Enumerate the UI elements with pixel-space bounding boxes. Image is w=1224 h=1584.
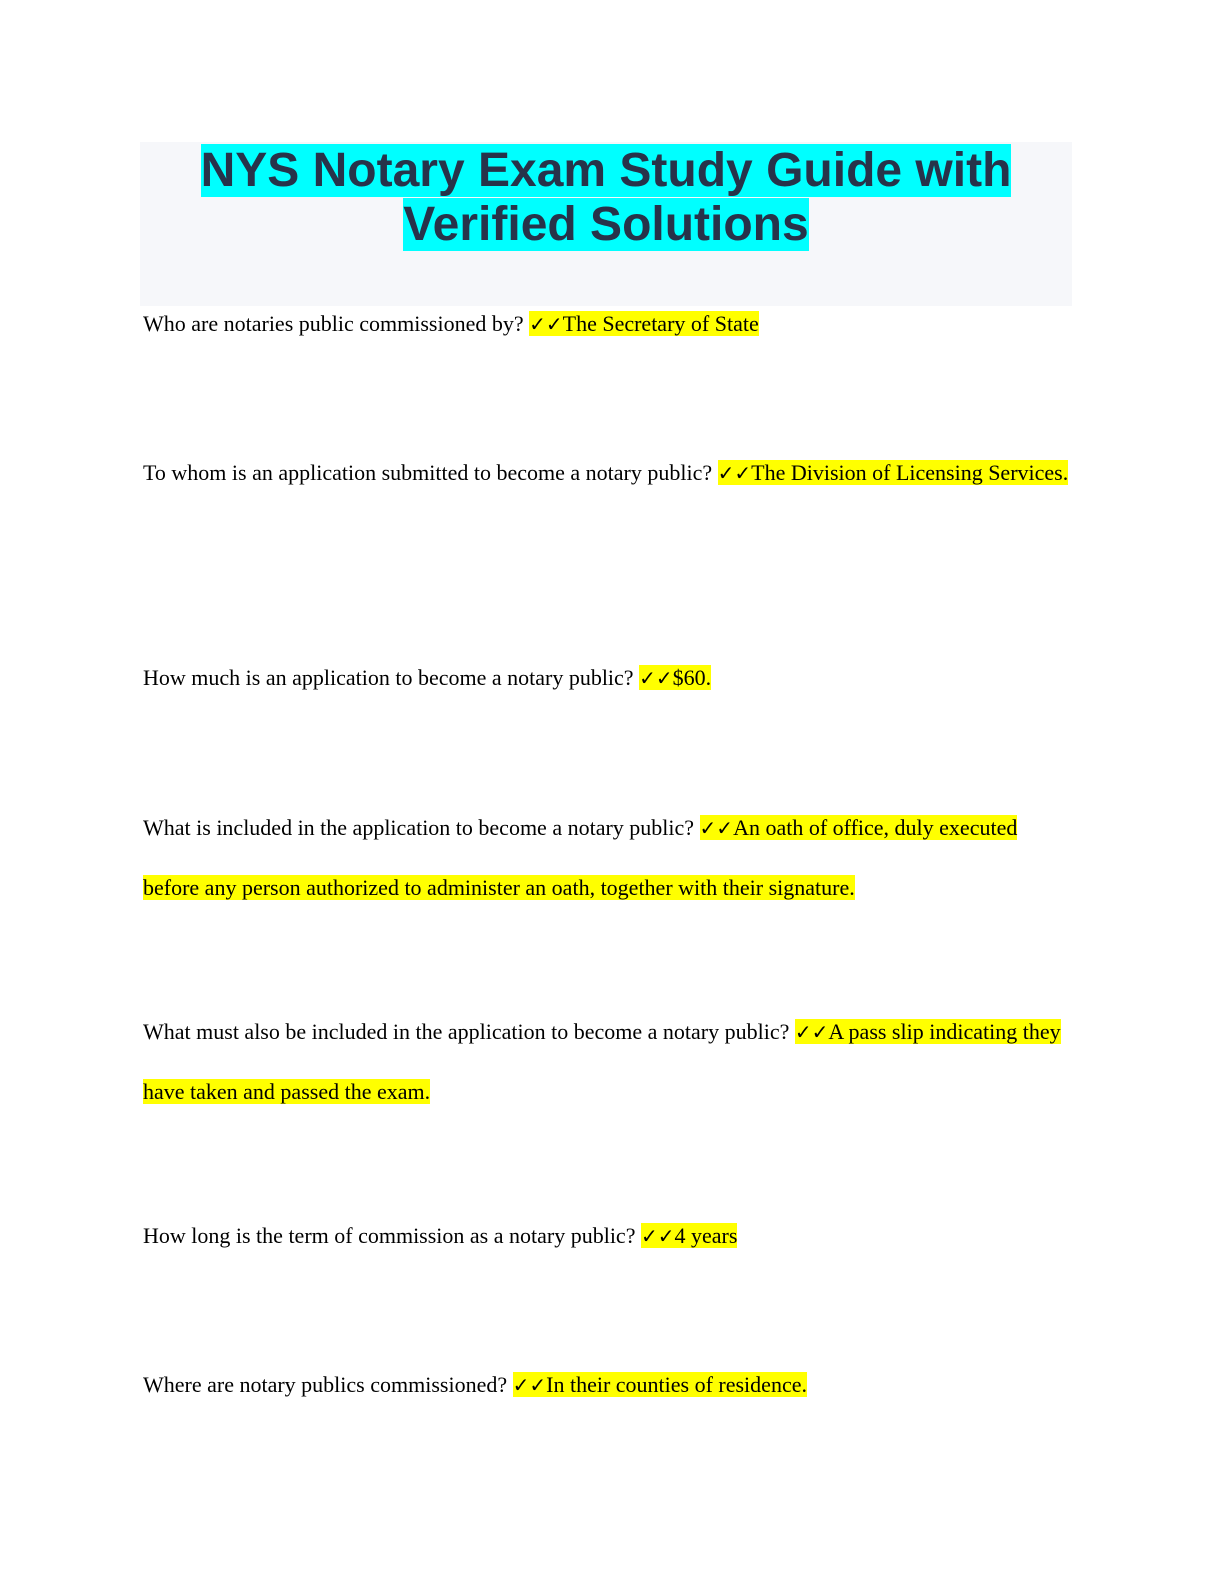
- question-text: How much is an application to become a n…: [143, 665, 640, 690]
- answer-text: The Division of Licensing Services.: [751, 460, 1069, 485]
- question-text: How long is the term of commission as a …: [143, 1223, 641, 1248]
- page-title: NYS Notary Exam Study Guide with Verifie…: [140, 142, 1072, 252]
- answer-text: 4 years: [674, 1223, 738, 1248]
- double-check-icon: ✓✓: [794, 1020, 829, 1044]
- double-check-icon: ✓✓: [699, 816, 734, 840]
- double-check-icon: ✓✓: [639, 666, 673, 690]
- title-banner: NYS Notary Exam Study Guide with Verifie…: [140, 142, 1072, 306]
- answer-highlight: ✓✓$60.: [639, 665, 712, 690]
- question-text: To whom is an application submitted to b…: [143, 460, 718, 485]
- answer-highlight: ✓✓In their counties of residence.: [512, 1372, 807, 1397]
- answer-text: An oath of office, duly executed before …: [143, 815, 1018, 900]
- question-text: Who are notaries public commissioned by?: [143, 311, 530, 336]
- title-line-1: NYS Notary Exam Study Guide with: [200, 144, 1012, 197]
- answer-highlight: ✓✓4 years: [640, 1223, 738, 1248]
- answer-text: $60.: [672, 665, 712, 690]
- double-check-icon: ✓✓: [512, 1373, 547, 1397]
- answer-highlight: ✓✓The Secretary of State: [529, 311, 759, 336]
- question-text: Where are notary publics commissioned?: [143, 1372, 513, 1397]
- qa-item-5: What must also be included in the applic…: [143, 1002, 1073, 1121]
- answer-text: A pass slip indicating they have taken a…: [143, 1019, 1061, 1104]
- double-check-icon: ✓✓: [529, 312, 563, 336]
- question-text: What is included in the application to b…: [143, 815, 700, 840]
- question-text: What must also be included in the applic…: [143, 1019, 795, 1044]
- answer-text: In their counties of residence.: [546, 1372, 807, 1397]
- answer-highlight: ✓✓The Division of Licensing Services.: [717, 460, 1069, 485]
- double-check-icon: ✓✓: [717, 461, 752, 485]
- double-check-icon: ✓✓: [640, 1224, 675, 1248]
- qa-item-3: How much is an application to become a n…: [143, 648, 1073, 708]
- qa-item-1: Who are notaries public commissioned by?…: [143, 294, 1073, 354]
- qa-item-2: To whom is an application submitted to b…: [143, 443, 1073, 503]
- qa-item-4: What is included in the application to b…: [143, 798, 1073, 917]
- qa-item-7: Where are notary publics commissioned? ✓…: [143, 1355, 1073, 1415]
- qa-item-6: How long is the term of commission as a …: [143, 1206, 1073, 1266]
- title-line-2: Verified Solutions: [403, 198, 809, 251]
- answer-text: The Secretary of State: [562, 311, 759, 336]
